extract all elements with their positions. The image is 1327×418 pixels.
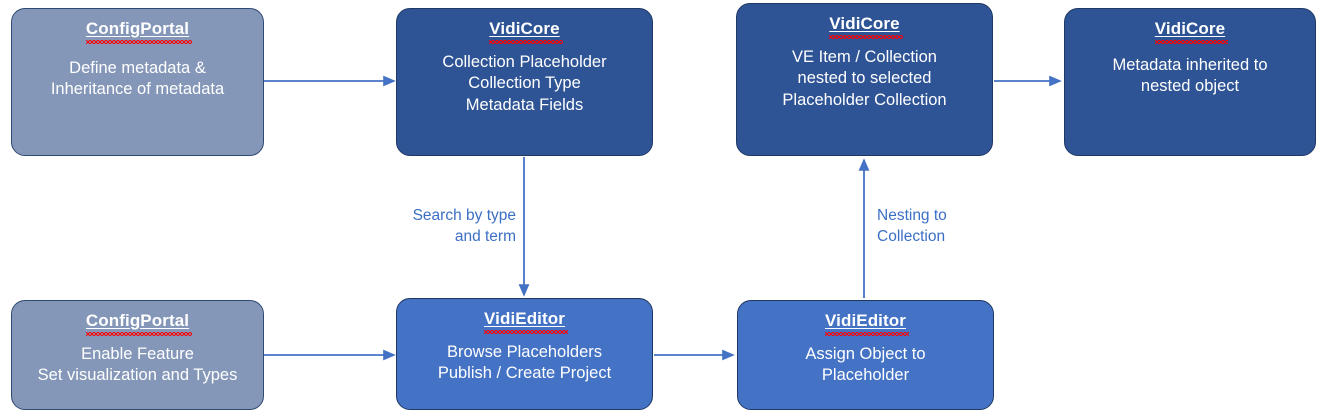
spellcheck-squiggle-icon bbox=[1154, 39, 1229, 44]
spellcheck-squiggle-icon bbox=[484, 329, 568, 334]
node-videditor-assign-object[interactable]: VidiEditor Assign Object to Placeholder bbox=[737, 300, 994, 410]
node-config-portal-enable-feature[interactable]: ConfigPortal Enable Feature Set visualiz… bbox=[11, 300, 264, 410]
node-title: VidiEditor bbox=[825, 311, 909, 336]
node-body: Assign Object to Placeholder bbox=[805, 344, 926, 385]
node-title-text: VidiCore bbox=[829, 14, 900, 33]
node-title: VidiCore bbox=[489, 19, 563, 44]
node-title: ConfigPortal bbox=[85, 19, 193, 44]
node-body: VE Item / Collection nested to selected … bbox=[782, 47, 947, 110]
node-title: ConfigPortal bbox=[85, 311, 193, 336]
node-title-text: VidiEditor bbox=[484, 309, 565, 328]
spellcheck-squiggle-icon bbox=[825, 331, 909, 336]
node-vidicore-metadata-inherited[interactable]: VidiCore Metadata inherited to nested ob… bbox=[1064, 8, 1316, 156]
node-title-text: ConfigPortal bbox=[85, 19, 190, 38]
node-title-text: VidiCore bbox=[489, 19, 560, 38]
node-body: Collection Placeholder Collection Type M… bbox=[442, 52, 607, 115]
node-title: VidiCore bbox=[1154, 19, 1229, 44]
node-config-portal-metadata[interactable]: ConfigPortal Define metadata & Inheritan… bbox=[11, 8, 264, 156]
spellcheck-squiggle-icon bbox=[829, 34, 903, 39]
node-title: VidiEditor bbox=[484, 309, 568, 334]
node-title-text: VidiCore bbox=[1154, 19, 1226, 38]
node-title: VidiCore bbox=[829, 14, 903, 39]
node-body: Browse Placeholders Publish / Create Pro… bbox=[437, 342, 612, 383]
spellcheck-squiggle-icon bbox=[489, 39, 563, 44]
node-title-text: ConfigPortal bbox=[85, 311, 190, 330]
node-videditor-browse-placeholders[interactable]: VidiEditor Browse Placeholders Publish /… bbox=[396, 298, 653, 410]
node-body: Metadata inherited to nested object bbox=[1112, 55, 1268, 96]
edge-label-nesting-to-collection: Nesting to Collection bbox=[877, 207, 947, 245]
node-vidicore-collection-placeholder[interactable]: VidiCore Collection Placeholder Collecti… bbox=[396, 8, 653, 156]
node-body: Define metadata & Inheritance of metadat… bbox=[50, 58, 225, 99]
node-title-text: VidiEditor bbox=[825, 311, 906, 330]
edge-label-search-by-type-and-term: Search by type and term bbox=[412, 207, 516, 245]
spellcheck-squiggle-icon bbox=[85, 331, 193, 336]
node-body: Enable Feature Set visualization and Typ… bbox=[37, 344, 238, 385]
spellcheck-squiggle-icon bbox=[85, 39, 193, 44]
node-vidicore-ve-item-nested[interactable]: VidiCore VE Item / Collection nested to … bbox=[736, 3, 993, 156]
